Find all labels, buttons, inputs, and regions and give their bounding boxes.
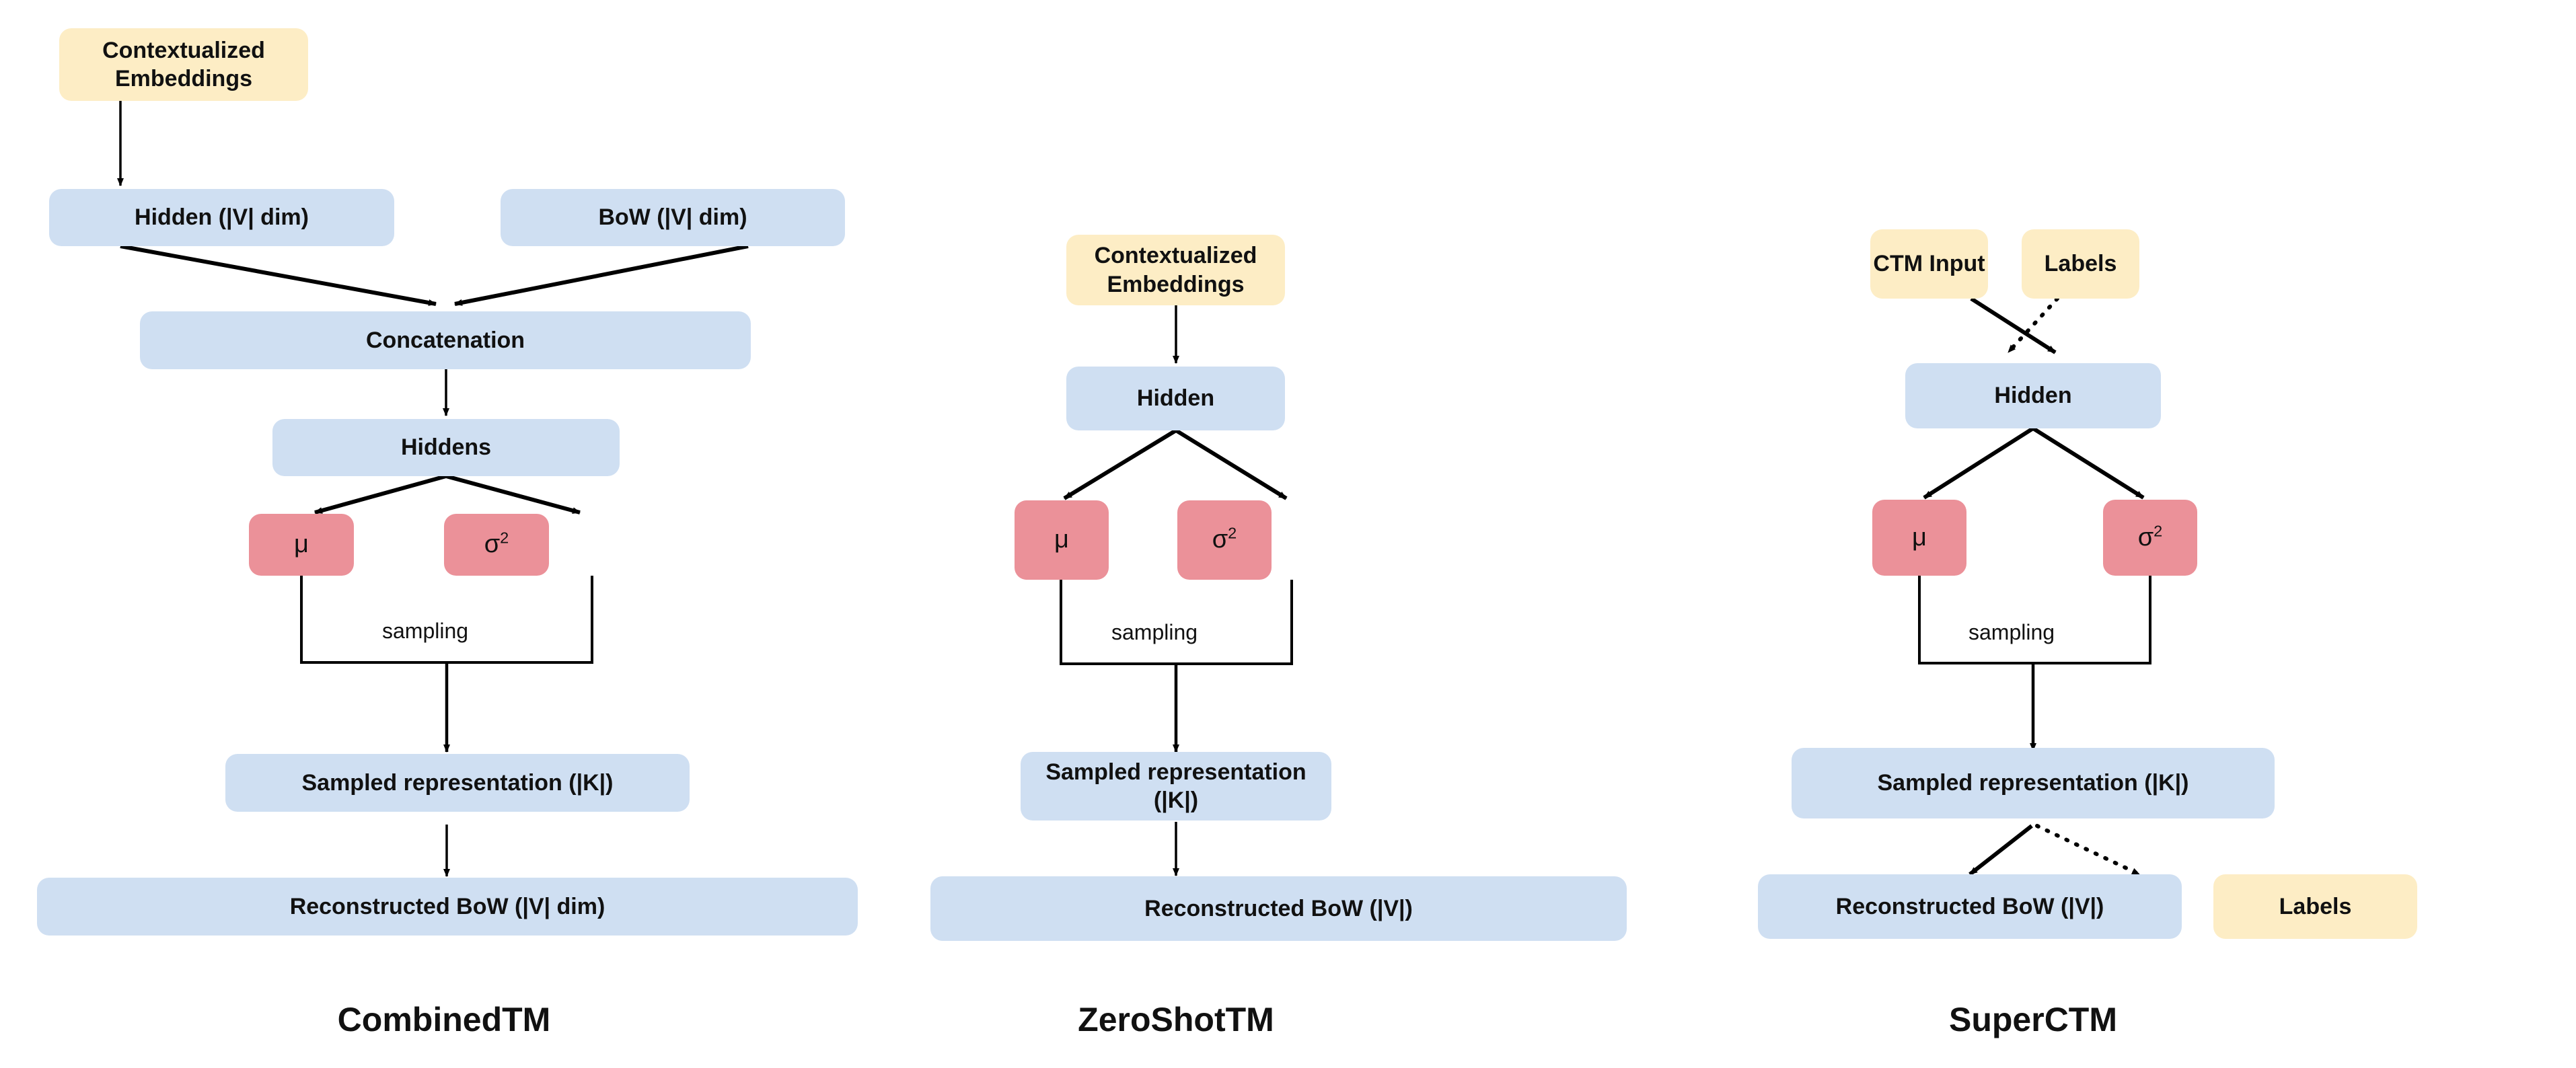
node-bow-v-dim-p1[interactable]: BoW (|V| dim) (501, 189, 845, 246)
node-label: Sampled representation (|K|) (301, 769, 614, 796)
node-concatenation-p1[interactable]: Concatenation (140, 311, 751, 369)
node-label: Reconstructed BoW (|V|) (1144, 895, 1413, 921)
node-label: Contextualized Embeddings (102, 36, 265, 93)
sigma-exponent: 2 (2154, 522, 2163, 540)
node-label: Sampled representation (|K|) (1877, 770, 2189, 796)
sigma-base: σ (1212, 525, 1228, 554)
node-mu-p2[interactable]: μ (1015, 500, 1109, 580)
node-hiddens-p1[interactable]: Hiddens (272, 419, 620, 476)
node-label: μ (1054, 525, 1069, 554)
node-label: Hidden (1136, 385, 1215, 412)
node-label-line1: Contextualized (102, 37, 265, 63)
node-labels-top-p3[interactable]: Labels (2022, 229, 2139, 299)
node-reconstructed-bow-p1[interactable]: Reconstructed BoW (|V| dim) (37, 878, 858, 936)
node-label-line2: Embeddings (114, 66, 253, 91)
node-sigma-squared-p3[interactable]: σ2 (2103, 500, 2197, 576)
node-label: σ2 (484, 529, 509, 561)
node-label: Reconstructed BoW (|V| dim) (289, 893, 605, 919)
edge-label-sampling-p1: sampling (382, 619, 469, 643)
node-label: μ (1912, 523, 1927, 551)
node-mu-p3[interactable]: μ (1872, 500, 1966, 576)
node-reconstructed-bow-p3[interactable]: Reconstructed BoW (|V|) (1758, 874, 2182, 939)
node-label: Sampled representation (|K|) (1045, 759, 1307, 814)
node-sampled-representation-p1[interactable]: Sampled representation (|K|) (225, 754, 690, 812)
sigma-exponent: 2 (500, 529, 509, 547)
node-hidden-p3[interactable]: Hidden (1905, 363, 2161, 428)
node-label-line1: Contextualized (1094, 243, 1257, 268)
node-label: σ2 (1212, 524, 1237, 556)
node-mu-p1[interactable]: μ (249, 514, 354, 576)
node-label: Labels (2279, 893, 2352, 919)
node-hidden-v-dim-p1[interactable]: Hidden (|V| dim) (49, 189, 394, 246)
sigma-base: σ (2137, 523, 2154, 551)
panel-title-combinedtm: CombinedTM (337, 1001, 551, 1038)
node-hidden-p2[interactable]: Hidden (1066, 367, 1285, 430)
node-label: Concatenation (365, 327, 525, 353)
node-sampled-representation-p2[interactable]: Sampled representation (|K|) (1021, 752, 1331, 821)
node-label: Labels (2044, 251, 2117, 277)
sigma-exponent: 2 (1228, 524, 1237, 542)
node-labels-bottom-p3[interactable]: Labels (2213, 874, 2417, 939)
node-label: Hidden (|V| dim) (135, 204, 309, 231)
node-label: Reconstructed BoW (|V|) (1835, 893, 2104, 919)
node-label: σ2 (2138, 522, 2163, 554)
panel-title-zeroshottm: ZeroShotTM (1078, 1001, 1274, 1038)
node-label-line2: Embeddings (1107, 271, 1245, 297)
node-ctm-input-p3[interactable]: CTM Input (1870, 229, 1988, 299)
node-label: Hidden (1994, 383, 2072, 409)
node-label: Contextualized Embeddings (1095, 241, 1257, 299)
node-sigma-squared-p1[interactable]: σ2 (444, 514, 549, 576)
node-contextualized-embeddings-p1[interactable]: Contextualized Embeddings (59, 28, 308, 101)
node-label: BoW (|V| dim) (598, 204, 747, 231)
edge-label-sampling-p3: sampling (1968, 620, 2055, 644)
node-label: CTM Input (1873, 251, 1985, 277)
edge-label-sampling-p2: sampling (1111, 620, 1198, 644)
node-sampled-representation-box-p3[interactable]: Sampled representation (|K|) (1792, 748, 2275, 818)
panel-title-superctm: SuperCTM (1949, 1001, 2117, 1038)
node-contextualized-embeddings-p2[interactable]: Contextualized Embeddings (1066, 235, 1285, 305)
node-label: Hiddens (400, 434, 492, 461)
node-label: μ (294, 530, 309, 559)
node-reconstructed-bow-p2[interactable]: Reconstructed BoW (|V|) (930, 876, 1627, 941)
sigma-base: σ (484, 530, 501, 559)
node-sigma-squared-p2[interactable]: σ2 (1177, 500, 1272, 580)
